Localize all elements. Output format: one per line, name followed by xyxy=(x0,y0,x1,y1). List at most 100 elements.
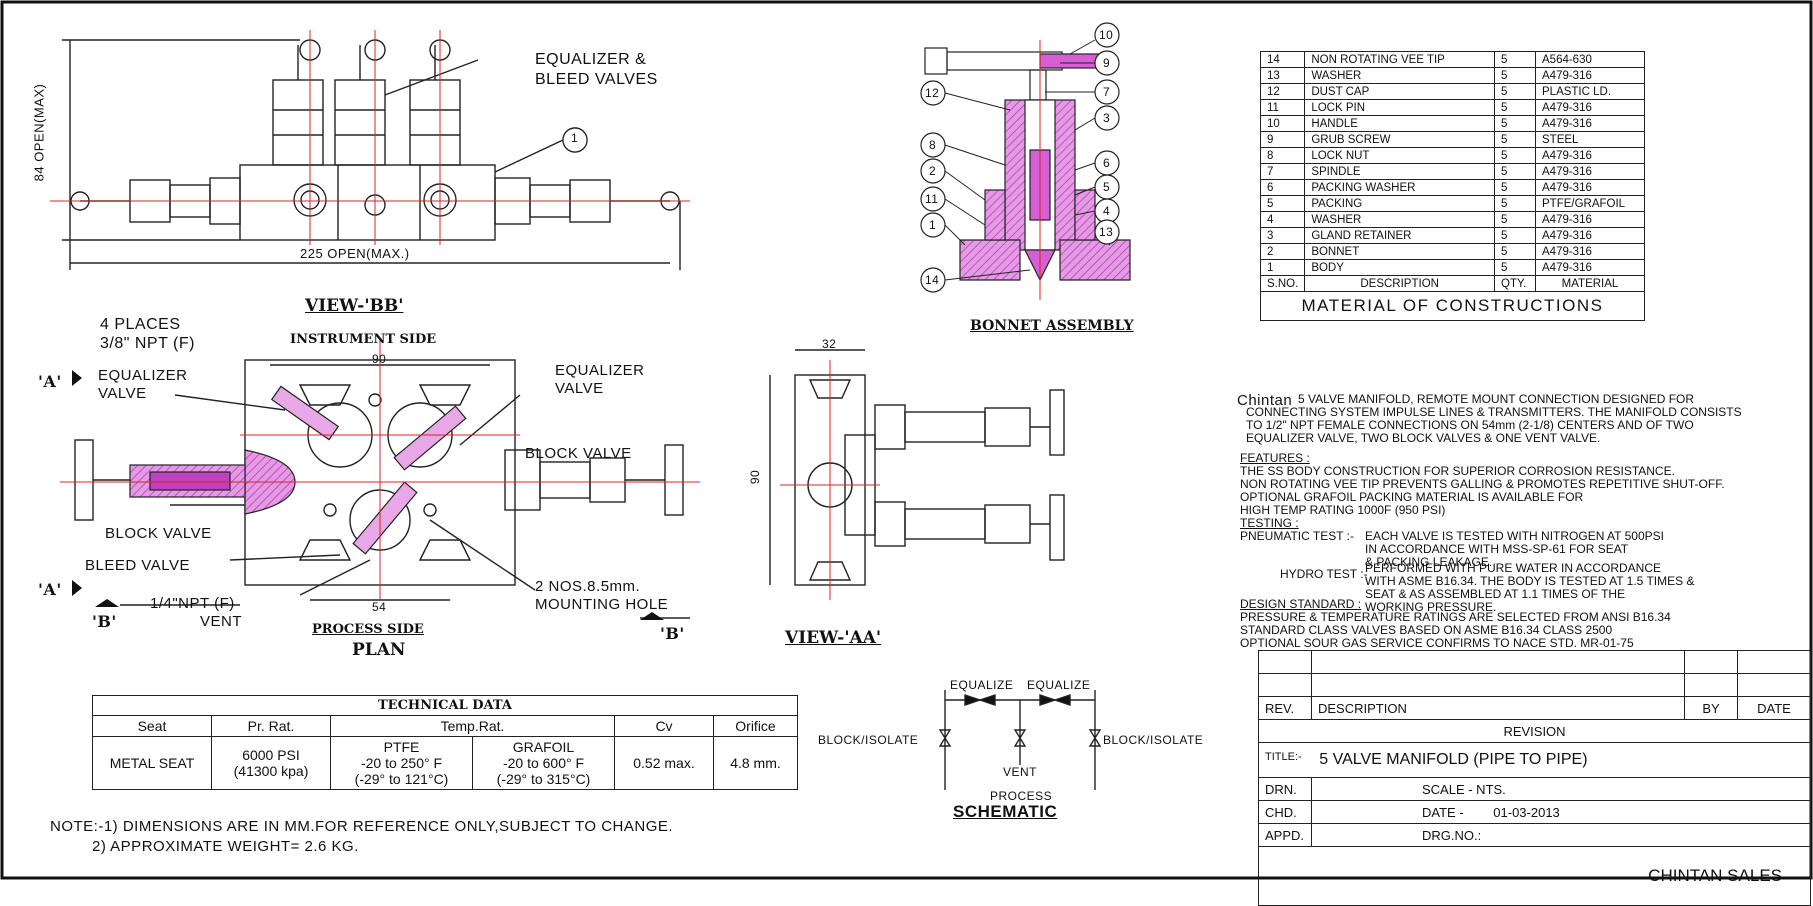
material-desc: DUST CAP xyxy=(1304,83,1495,100)
note-1: NOTE:-1) DIMENSIONS ARE IN MM.FOR REFERE… xyxy=(50,818,674,835)
material-qty: 5 xyxy=(1494,131,1536,148)
material-sno: 14 xyxy=(1259,51,1306,68)
tb-blank-2b xyxy=(1311,673,1685,697)
material-header-row: S.NO. DESCRIPTION QTY. MATERIAL xyxy=(1259,275,1645,292)
tb-chd: CHD. xyxy=(1258,800,1312,824)
view-aa-dim-left: 90 xyxy=(748,469,763,485)
tb-title-label: TITLE:- xyxy=(1265,751,1302,763)
tech-header-pressure: Pr. Rat. xyxy=(211,715,331,737)
design-line-2: STANDARD CLASS VALVES BASED ON ASME B16.… xyxy=(1240,623,1613,637)
pneumatic-text: EACH VALVE IS TESTED WITH NITROGEN AT 50… xyxy=(1365,530,1765,569)
brand-name: Chintan xyxy=(1237,392,1293,409)
tb-blank-2d xyxy=(1737,673,1811,697)
material-material: A479-316 xyxy=(1535,99,1645,116)
tb-date: DATE xyxy=(1737,696,1811,720)
design-line-3: OPTIONAL SOUR GAS SERVICE CONFIRMS TO NA… xyxy=(1240,636,1634,650)
tb-chd-row: CHD. DATE - 01-03-2013 xyxy=(1258,800,1811,824)
plan-title: PLAN xyxy=(352,640,406,660)
tech-grafoil: GRAFOIL -20 to 600° F (-29° to 315°C) xyxy=(472,736,615,790)
equalizer-bleed-label: EQUALIZER & BLEED VALVES xyxy=(535,50,658,90)
tb-drn: DRN. xyxy=(1258,777,1312,801)
section-b-right: 'B' xyxy=(660,624,685,643)
equalizer-left-line2: VALVE xyxy=(98,385,147,402)
tb-blank-row-2 xyxy=(1258,673,1811,697)
material-material: A564-630 xyxy=(1535,51,1645,68)
material-material: PTFE/GRAFOIL xyxy=(1535,195,1645,212)
tb-description: DESCRIPTION xyxy=(1311,696,1685,720)
tb-company: CHINTAN SALES xyxy=(1258,846,1811,906)
bonnet-balloon-9: 9 xyxy=(1103,56,1111,70)
pneumatic-line-1: EACH VALVE IS TESTED WITH NITROGEN AT 50… xyxy=(1365,529,1664,543)
material-header-sno: S.NO. xyxy=(1259,275,1306,292)
material-qty: 5 xyxy=(1494,67,1536,84)
places-line1: 4 PLACES xyxy=(100,316,181,333)
hydro-label: HYDRO TEST :- xyxy=(1280,567,1368,581)
equalizer-left-label: EQUALIZER VALVE xyxy=(98,367,188,403)
tb-date-label: DATE - xyxy=(1422,804,1464,820)
equalizer-bleed-line2: BLEED VALVES xyxy=(535,71,658,88)
block-valve-left-label: BLOCK VALVE xyxy=(105,525,212,542)
material-sno: 12 xyxy=(1259,83,1306,100)
tb-title: 5 VALVE MANIFOLD (PIPE TO PIPE) xyxy=(1319,751,1588,768)
bonnet-balloon-10: 10 xyxy=(1099,28,1114,42)
pneumatic-line-2: IN ACCORDANCE WITH MSS-SP-61 FOR SEAT xyxy=(1365,542,1629,556)
design-title: DESIGN STANDARD : xyxy=(1240,597,1362,611)
material-qty: 5 xyxy=(1494,51,1536,68)
material-sno: 10 xyxy=(1259,115,1306,132)
bonnet-balloon-5: 5 xyxy=(1103,180,1111,194)
tb-date-cell: DATE - 01-03-2013 xyxy=(1311,800,1811,824)
material-sno: 13 xyxy=(1259,67,1306,84)
features-block: FEATURES : THE SS BODY CONSTRUCTION FOR … xyxy=(1240,452,1760,530)
pneumatic-line-3: & PACKING LEAKAGE. xyxy=(1365,555,1493,569)
feature-1: THE SS BODY CONSTRUCTION FOR SUPERIOR CO… xyxy=(1240,464,1675,478)
material-material: A479-316 xyxy=(1535,259,1645,276)
intro-line-2: CONNECTING SYSTEM IMPULSE LINES & TRANSM… xyxy=(1246,405,1742,419)
material-material: A479-316 xyxy=(1535,115,1645,132)
material-desc: WASHER xyxy=(1304,211,1495,228)
equalizer-right-line1: EQUALIZER xyxy=(555,362,645,379)
bonnet-balloon-7: 7 xyxy=(1103,85,1111,99)
section-a-top: 'A' xyxy=(38,372,62,391)
places-line2: 3/8" NPT (F) xyxy=(100,335,195,352)
material-desc: PACKING WASHER xyxy=(1304,179,1495,196)
material-sno: 9 xyxy=(1259,131,1306,148)
tech-header-row: Seat Pr. Rat. Temp.Rat. Cv Orifice xyxy=(92,715,798,737)
view-bb-title: VIEW-'BB' xyxy=(305,296,404,316)
height-dimension: 84 OPEN(MAX) xyxy=(31,83,47,182)
technical-data-table: TECHNICAL DATA Seat Pr. Rat. Temp.Rat. C… xyxy=(92,695,798,790)
pneumatic-label: PNEUMATIC TEST :- xyxy=(1240,529,1355,543)
bonnet-balloon-1: 1 xyxy=(929,218,937,232)
vent-line1: 1/4"NPT (F) xyxy=(150,595,235,612)
tb-revision: REVISION xyxy=(1258,719,1811,743)
tb-scale: SCALE - NTS. xyxy=(1311,777,1811,801)
tech-pressure-kpa: (41300 kpa) xyxy=(233,763,309,779)
material-qty: 5 xyxy=(1494,227,1536,244)
material-desc: NON ROTATING VEE TIP xyxy=(1304,51,1495,68)
material-qty: 5 xyxy=(1494,99,1536,116)
schematic-drawing xyxy=(938,690,1102,790)
section-b-left: 'B' xyxy=(92,612,117,631)
material-sno: 6 xyxy=(1259,179,1306,196)
equalizer-bleed-line1: EQUALIZER & xyxy=(535,51,647,68)
tb-blank-2a xyxy=(1258,673,1312,697)
material-material: A479-316 xyxy=(1535,179,1645,196)
hydro-line-1: PERFORMED WITH PURE WATER IN ACCORDANCE xyxy=(1365,561,1662,575)
material-qty: 5 xyxy=(1494,259,1536,276)
process-side-label: PROCESS SIDE xyxy=(312,622,424,637)
bonnet-balloon-6: 6 xyxy=(1103,156,1111,170)
schematic-title: SCHEMATIC xyxy=(953,802,1058,821)
material-desc: HANDLE xyxy=(1304,115,1495,132)
tech-caption: TECHNICAL DATA xyxy=(92,695,798,716)
view-aa-drawing xyxy=(769,349,1065,586)
design-block: DESIGN STANDARD : PRESSURE & TEMPERATURE… xyxy=(1240,598,1760,650)
material-qty: 5 xyxy=(1494,163,1536,180)
tech-grafoil-f: -20 to 600° F xyxy=(502,755,585,771)
material-desc: SPINDLE xyxy=(1304,163,1495,180)
bonnet-leaders xyxy=(944,39,1111,281)
tech-ptfe-name: PTFE xyxy=(383,739,420,755)
